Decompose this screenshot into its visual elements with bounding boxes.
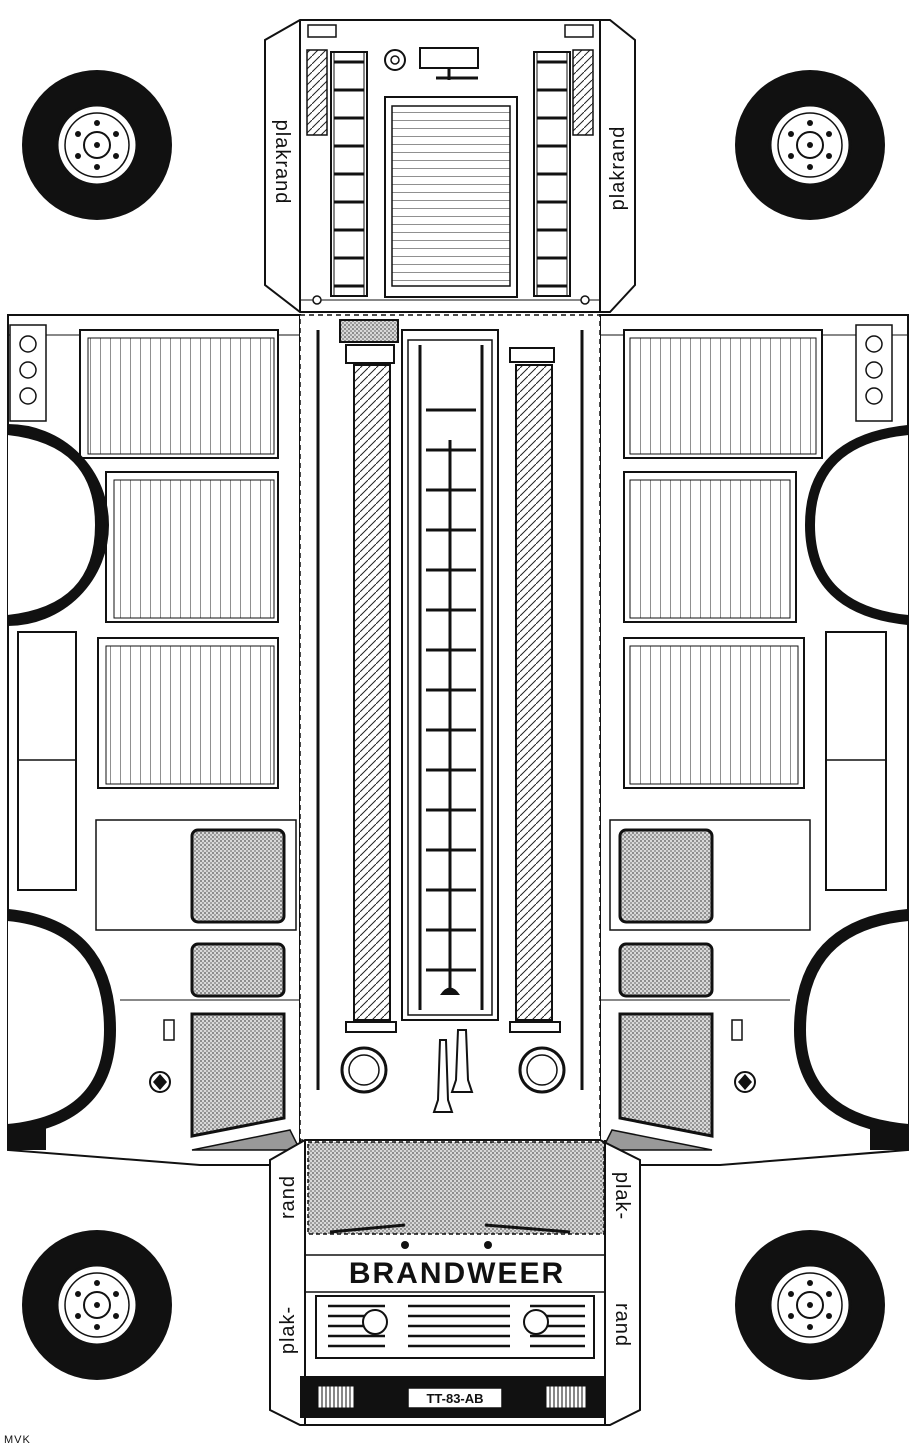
ladder-icon (401, 329, 499, 1021)
ladder-icon (329, 50, 369, 298)
glue-tab-label-split: rand (277, 1175, 299, 1219)
glue-tab-label-split: plak- (277, 1306, 299, 1354)
roller-shutter-icon (623, 471, 797, 623)
license-plate: TT-83-AB (426, 1391, 483, 1406)
emblem-icon (734, 1071, 756, 1093)
glue-tab-label-split: plak- (611, 1172, 633, 1220)
roller-shutter-icon (105, 471, 279, 623)
siren-icon (432, 1029, 474, 1113)
glue-tab-label: plakrand (607, 126, 629, 211)
headlight-icon (362, 1309, 388, 1335)
emblem-icon (149, 1071, 171, 1093)
front-title: BRANDWEER (349, 1257, 565, 1290)
roof-panel (299, 314, 601, 1141)
roller-shutter-icon (79, 329, 279, 459)
glue-tab-label-split: rand (611, 1303, 633, 1347)
wheel-icon (733, 68, 887, 222)
ladder-icon (532, 50, 572, 298)
roller-shutter-icon (623, 329, 823, 459)
glue-tab-label: plakrand (271, 120, 293, 205)
front-panel: BRANDWEER (269, 1139, 641, 1426)
wheel-icon (20, 1228, 174, 1382)
credit-text: MVK (4, 1434, 31, 1446)
wheel-icon (20, 68, 174, 222)
left-side-panel (7, 314, 302, 1166)
rear-panel: plakrand plakrand (264, 19, 636, 313)
right-side-panel (599, 314, 909, 1166)
roller-shutter-icon (97, 637, 279, 789)
wheel-icon (733, 1228, 887, 1382)
roller-shutter-icon (384, 96, 518, 298)
roller-shutter-icon (623, 637, 805, 789)
headlight-icon (523, 1309, 549, 1335)
